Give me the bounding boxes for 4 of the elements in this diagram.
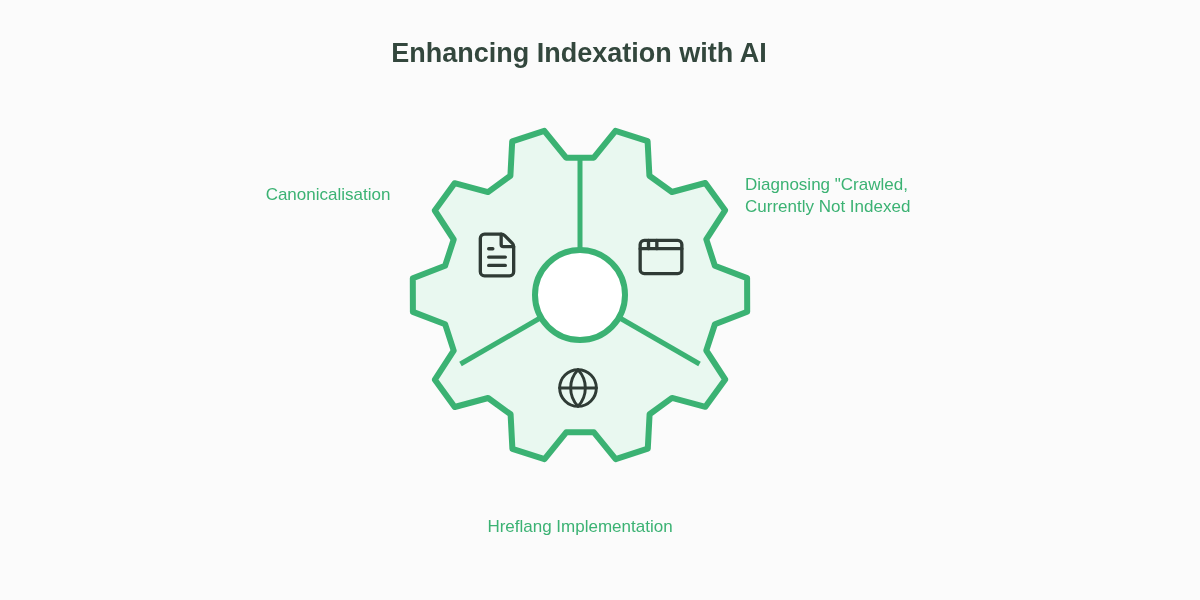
segment-label: Canonicalisation [264, 184, 392, 206]
segment-label: Diagnosing "Crawled, Currently Not Indexed [745, 174, 912, 218]
title: Enhancing Indexation with AI [390, 38, 768, 69]
segment-label: Hreflang Implementation [486, 516, 674, 538]
